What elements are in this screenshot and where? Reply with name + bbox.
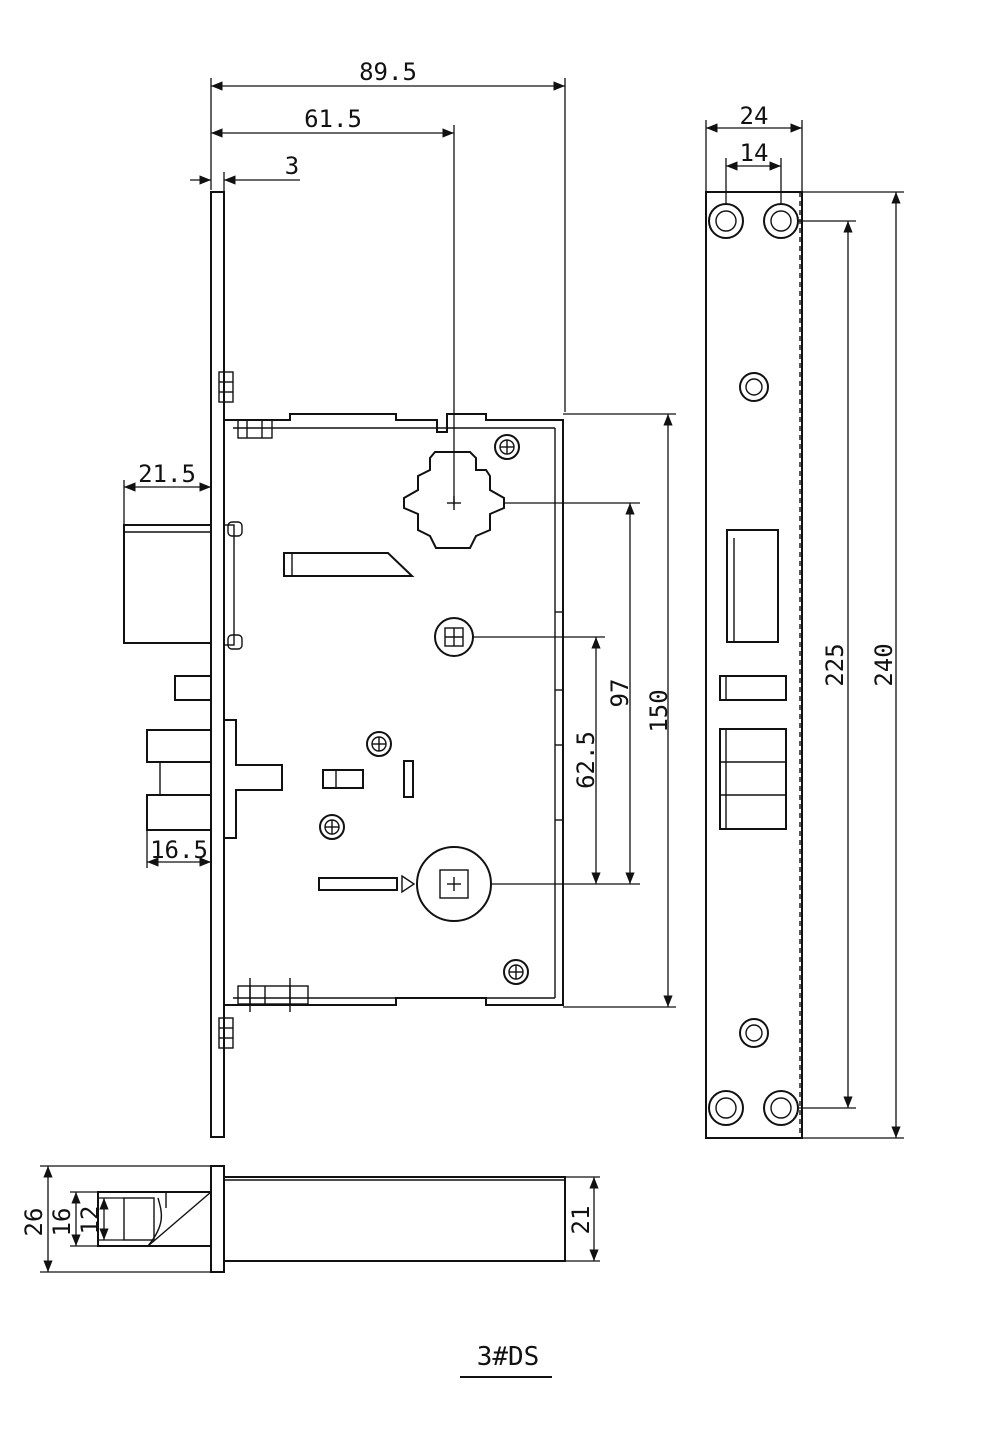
dim-label-97: 97 [606,679,634,708]
dim-label-24: 24 [740,102,769,130]
dim-label-21: 21 [567,1206,595,1235]
deadbolt [123,521,243,650]
dim-label-62-5: 62.5 [572,731,600,789]
screw-top-right [494,434,520,460]
middle-spindle [434,617,474,657]
dim-label-deadbolt: 21.5 [138,460,196,488]
dim-61-5: 61.5 [211,105,455,505]
bottom-view [97,1165,566,1273]
dim-label-225: 225 [821,643,849,686]
lock-case [223,413,564,1012]
bottom-dimensions: 26 16 12 21 [20,1165,600,1273]
dim-vertical-front: 97 62.5 150 [473,413,676,1008]
dim-label-14: 14 [740,139,769,167]
cylinder-spindle [318,846,492,922]
dim-label-thickness: 3 [285,152,299,180]
dim-label-240: 240 [870,643,898,686]
screw-bottom-right [503,959,529,985]
dim-3: 3 [190,152,300,192]
latch-bolt [146,719,283,839]
dim-21-5: 21.5 [123,460,212,525]
dim-label-26: 26 [20,1208,48,1237]
front-faceplate [210,191,234,1138]
screw-middle [366,731,392,757]
slider-block [322,769,364,789]
dim-89-5: 89.5 [210,58,566,412]
auxiliary-latch [174,675,212,701]
dim-label-backset: 61.5 [304,105,362,133]
drawing-title: 3#DS [477,1342,540,1372]
dim-label-front-width: 89.5 [359,58,417,86]
dim-label-16: 16 [48,1208,76,1237]
dim-16-5: 16.5 [146,830,212,868]
screw-lower-left [319,814,345,840]
dim-label-150: 150 [645,689,673,732]
dim-label-12: 12 [76,1206,104,1235]
faceplate-dimensions: 24 14 225 240 [705,102,904,1139]
cam-lever [283,552,415,577]
faceplate-view [705,191,803,1139]
dim-label-latch: 16.5 [150,836,208,864]
slot [403,760,414,798]
